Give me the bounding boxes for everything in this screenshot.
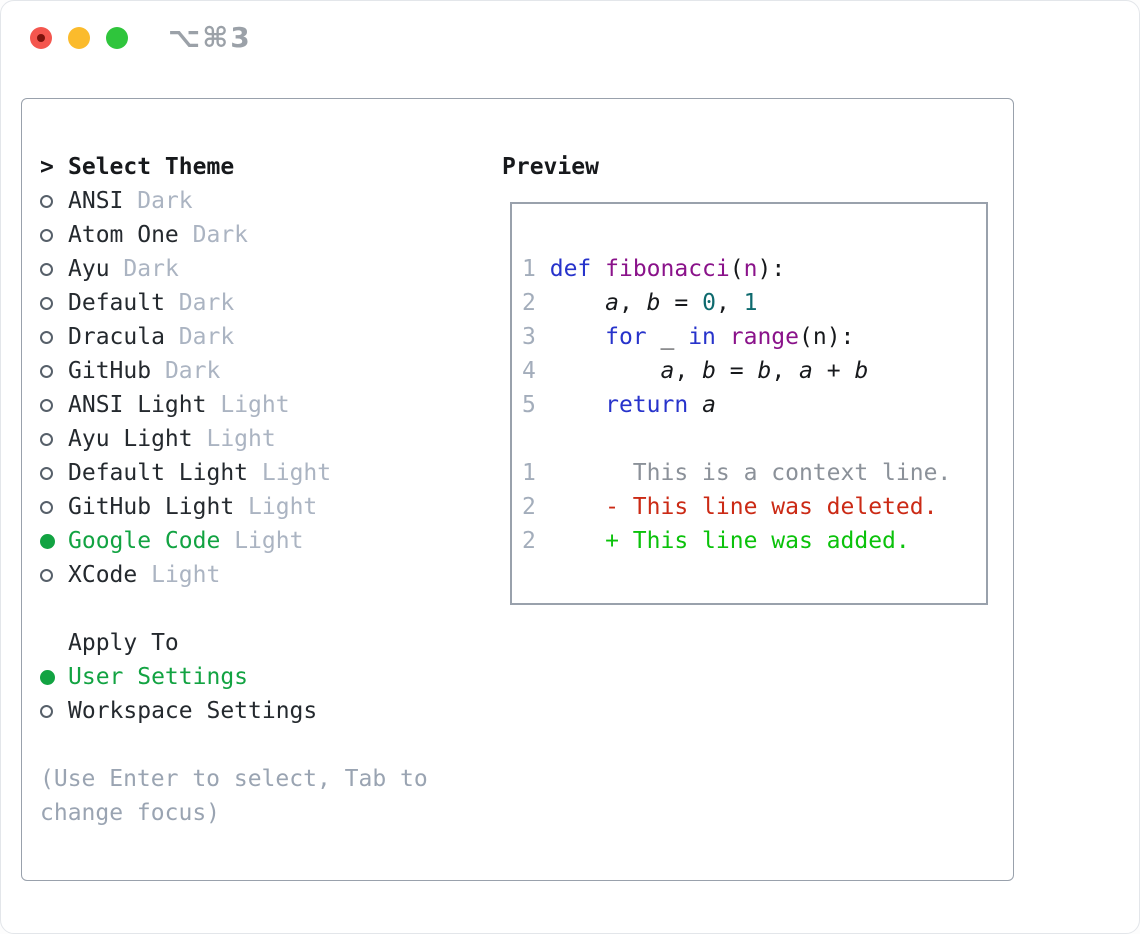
blank-line [522, 422, 986, 456]
preview-section: Preview 1 def fibonacci(n): 2 a, b = 0, 1… [502, 150, 988, 605]
line-number: 1 [522, 460, 536, 486]
option-variant-label: Dark [137, 188, 193, 214]
theme-option[interactable]: XCode Light [40, 558, 452, 592]
maximize-button[interactable] [106, 27, 128, 49]
radio-icon [40, 432, 53, 446]
code-line: 5 return a [522, 392, 716, 418]
radio-icon [40, 704, 53, 718]
code-line: 2 a, b = 0, 1 [522, 290, 758, 316]
option-variant-label: Light [248, 494, 318, 520]
theme-option[interactable]: Ayu Light Light [40, 422, 452, 456]
radio-icon [40, 568, 53, 582]
line-number: 2 [522, 494, 536, 520]
theme-option[interactable]: Dracula Dark [40, 320, 452, 354]
option-label: Google Code [68, 528, 221, 554]
theme-option[interactable]: Google Code Light [40, 524, 452, 558]
option-variant-label: Light [220, 392, 290, 418]
option-label: Atom One [68, 222, 179, 248]
apply-to-title: Apply To [68, 630, 179, 656]
preview-box: 1 def fibonacci(n): 2 a, b = 0, 1 3 for _ … [510, 202, 988, 605]
hint-text: (Use Enter to select, Tab to change focu… [40, 766, 428, 826]
code-line: 1 def fibonacci(n): [522, 256, 786, 282]
close-dot-icon [37, 34, 45, 42]
line-number: 5 [522, 392, 536, 418]
option-variant-label: Dark [192, 222, 249, 248]
option-label: GitHub Light [68, 494, 235, 520]
line-number: 3 [522, 324, 536, 350]
line-number: 2 [522, 290, 536, 316]
radio-icon [40, 228, 53, 242]
select-theme-header: > Select Theme [40, 150, 452, 184]
theme-option[interactable]: Default Dark [40, 286, 452, 320]
selected-radio-icon [40, 669, 55, 685]
radio-icon [40, 364, 53, 378]
option-label: Ayu [68, 256, 110, 282]
option-variant-label: Light [261, 460, 332, 486]
option-label: Default [68, 290, 165, 316]
radio-icon [40, 194, 53, 208]
diff-line: 2 - This line was deleted. [522, 494, 938, 520]
option-label: User Settings [68, 664, 249, 690]
option-variant-label: Light [151, 562, 221, 588]
radio-icon [40, 296, 53, 310]
minimize-button[interactable] [68, 27, 90, 49]
theme-option[interactable]: Default Light Light [40, 456, 452, 490]
radio-icon [40, 398, 53, 412]
option-label: Dracula [68, 324, 165, 350]
option-variant-label: Dark [123, 256, 179, 282]
code-line: 4 a, b = b, a + b [522, 358, 869, 384]
radio-icon [40, 262, 53, 276]
theme-option[interactable]: GitHub Light Light [40, 490, 452, 524]
preview-title: Preview [502, 154, 599, 180]
option-label: Workspace Settings [68, 698, 318, 724]
titlebar-traffic-lights [30, 27, 128, 49]
theme-option[interactable]: GitHub Dark [40, 354, 452, 388]
option-label: ANSI [68, 188, 124, 214]
line-number: 1 [522, 256, 536, 282]
apply-to-header: Apply To [40, 626, 452, 660]
theme-option[interactable]: Atom One Dark [40, 218, 452, 252]
theme-option[interactable]: Ayu Dark [40, 252, 452, 286]
diff-line: 2 + This line was added. [522, 528, 910, 554]
option-variant-label: Light [234, 528, 304, 554]
radio-icon [40, 500, 53, 514]
option-label: Default Light [68, 460, 249, 486]
theme-option[interactable]: ANSI Light Light [40, 388, 452, 422]
apply-to-option[interactable]: Workspace Settings [40, 694, 452, 728]
option-label: XCode [68, 562, 138, 588]
focus-caret-icon: > [40, 154, 54, 180]
selected-radio-icon [40, 533, 55, 549]
option-variant-label: Light [206, 426, 276, 452]
diff-line: 1 This is a context line. [522, 460, 952, 486]
option-variant-label: Dark [178, 290, 235, 316]
theme-option[interactable]: ANSI Dark [40, 184, 452, 218]
code-line: 3 for _ in range(n): [522, 324, 855, 350]
option-label: ANSI Light [68, 392, 207, 418]
option-label: Ayu Light [68, 426, 193, 452]
window-shortcut-label: ⌥⌘3 [168, 21, 252, 54]
option-label: GitHub [68, 358, 152, 384]
line-number: 4 [522, 358, 536, 384]
line-number: 2 [522, 528, 536, 554]
code-preview: 1 def fibonacci(n): 2 a, b = 0, 1 3 for _ … [512, 204, 986, 558]
option-variant-label: Dark [178, 324, 235, 350]
close-button[interactable] [30, 27, 52, 49]
radio-icon [40, 466, 53, 480]
apply-to-option[interactable]: User Settings [40, 660, 452, 694]
option-variant-label: Dark [164, 358, 221, 384]
radio-icon [40, 330, 53, 344]
select-theme-title: Select Theme [68, 154, 235, 180]
